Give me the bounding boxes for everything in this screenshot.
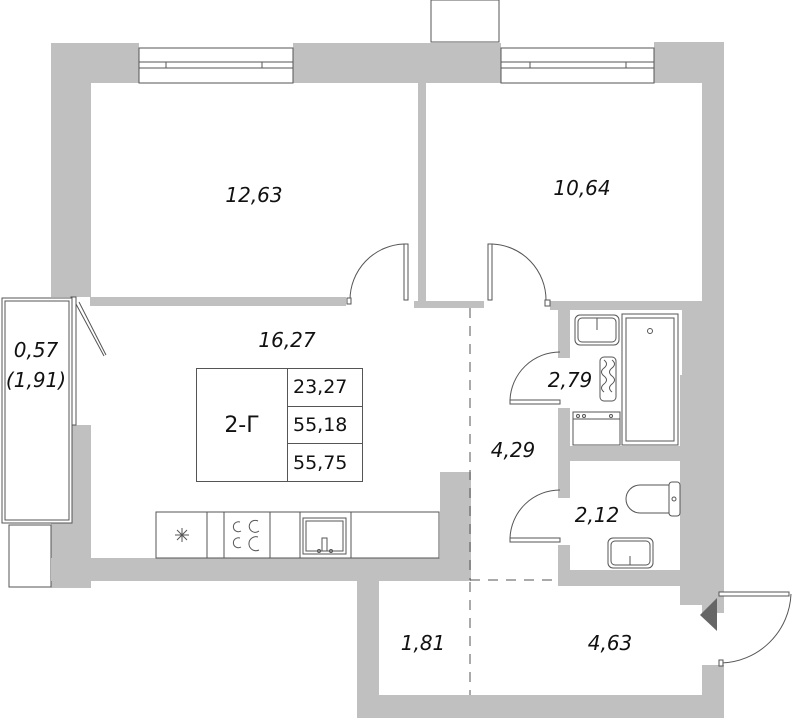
entry-door-icon[interactable]	[718, 591, 792, 667]
apartment-type: 2-Г	[197, 369, 288, 481]
towel-rail-icon	[599, 356, 617, 402]
wall-bath-left-top	[558, 308, 570, 358]
room-area-kitchen-living: 16,27	[258, 328, 316, 352]
wall-hall-right-top	[702, 583, 724, 613]
kitchen-sink-icon	[302, 517, 347, 555]
room-area-bedroom-right: 10,64	[553, 176, 611, 200]
wall-hall-left	[357, 580, 379, 718]
room-area-toilet: 2,12	[574, 503, 620, 527]
entry-arrow-icon	[700, 598, 717, 631]
balcony-storage	[8, 524, 52, 588]
sink-icon	[574, 314, 620, 346]
wall-bedroom-right-bottom	[550, 301, 710, 310]
door-swing-icon	[509, 351, 561, 405]
bathtub-icon	[621, 313, 679, 446]
window-icon	[500, 47, 655, 84]
wall-hall-bottom	[357, 695, 723, 718]
room-area-hall-entry: 4,63	[587, 631, 633, 655]
room-area-hall-left: 1,81	[400, 631, 446, 655]
apartment-summary-table: 2-Г 23,27 55,18 55,75	[196, 368, 363, 482]
door-swing-icon	[509, 489, 561, 543]
wall-top-middle	[293, 43, 501, 83]
room-area-balcony-full: (1,91)	[5, 368, 67, 392]
fan-icon	[175, 528, 189, 542]
sink-icon	[607, 537, 654, 569]
ventilation-shaft	[430, 0, 500, 43]
room-area-balcony: 0,57	[13, 338, 59, 362]
door-swing-icon	[487, 243, 551, 307]
toilet-icon	[625, 481, 681, 517]
wall-bedroom-divider	[418, 83, 426, 305]
kitchen-counter	[155, 511, 440, 559]
wall-right-upper	[702, 42, 724, 310]
window-icon	[138, 47, 294, 84]
wall-kitchen-bottom	[51, 558, 471, 581]
wall-left-upper	[51, 43, 91, 297]
wall-right-mid	[682, 310, 724, 380]
balcony-inner	[4, 300, 70, 521]
wall-kitchen-column	[440, 472, 471, 558]
washing-machine-icon	[572, 411, 621, 446]
wall-right-lower	[680, 375, 724, 605]
wall-toilet-bottom	[558, 570, 724, 586]
room-area-bathroom: 2,79	[547, 368, 593, 392]
balcony-door-icon	[70, 296, 107, 426]
room-area-corridor: 4,29	[490, 438, 536, 462]
total-area-with-balcony-value: 55,75	[293, 451, 348, 474]
room-area-bedroom-left: 12,63	[225, 183, 283, 207]
wall-bedroom-left-bottom	[90, 297, 346, 306]
wall-hall-right-bottom	[702, 665, 724, 718]
stove-icon	[232, 519, 260, 552]
total-area-value: 55,18	[288, 407, 362, 445]
wall-bath-toilet-divider	[558, 446, 683, 461]
door-swing-icon	[346, 243, 409, 305]
wall-bedroom-divider-bottom	[414, 301, 484, 308]
balcony-outline	[1, 297, 73, 524]
living-area-value: 23,27	[288, 369, 362, 407]
